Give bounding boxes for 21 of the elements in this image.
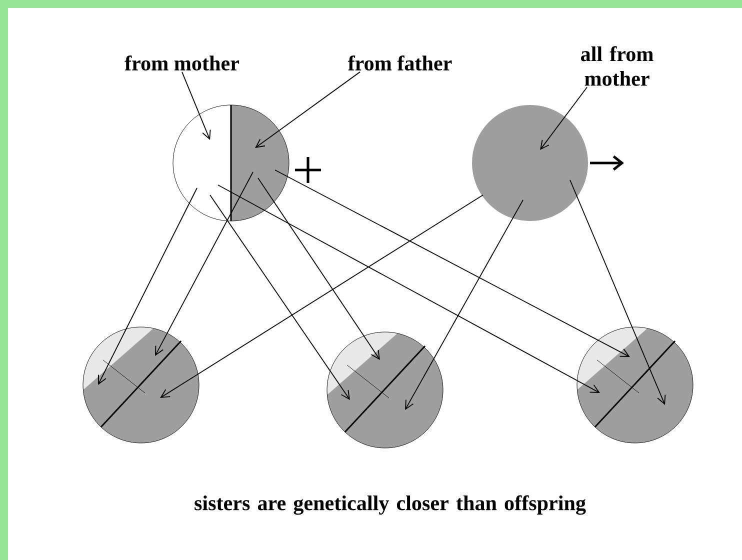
daughter-circle xyxy=(326,332,444,448)
label-text: from father xyxy=(348,55,452,71)
label-text: from mother xyxy=(124,55,240,71)
arrow xyxy=(274,170,630,357)
mother-circle xyxy=(172,104,290,222)
arrow xyxy=(210,194,350,400)
father-circle xyxy=(472,105,588,221)
label-text: all from mother xyxy=(581,46,654,86)
daughter-circle xyxy=(576,326,694,444)
arrow xyxy=(405,200,524,410)
arrow xyxy=(98,188,198,385)
arrow xyxy=(218,184,600,393)
caption: sisters are genetically closer than offspring xyxy=(194,495,586,515)
arrow xyxy=(258,178,380,360)
arrow xyxy=(155,172,254,356)
leader-arrow xyxy=(182,71,211,140)
daughter-circle xyxy=(82,326,200,444)
arrow xyxy=(570,180,666,405)
arrow xyxy=(160,194,484,398)
leader-arrow xyxy=(540,86,588,150)
leader-arrow xyxy=(255,71,360,148)
